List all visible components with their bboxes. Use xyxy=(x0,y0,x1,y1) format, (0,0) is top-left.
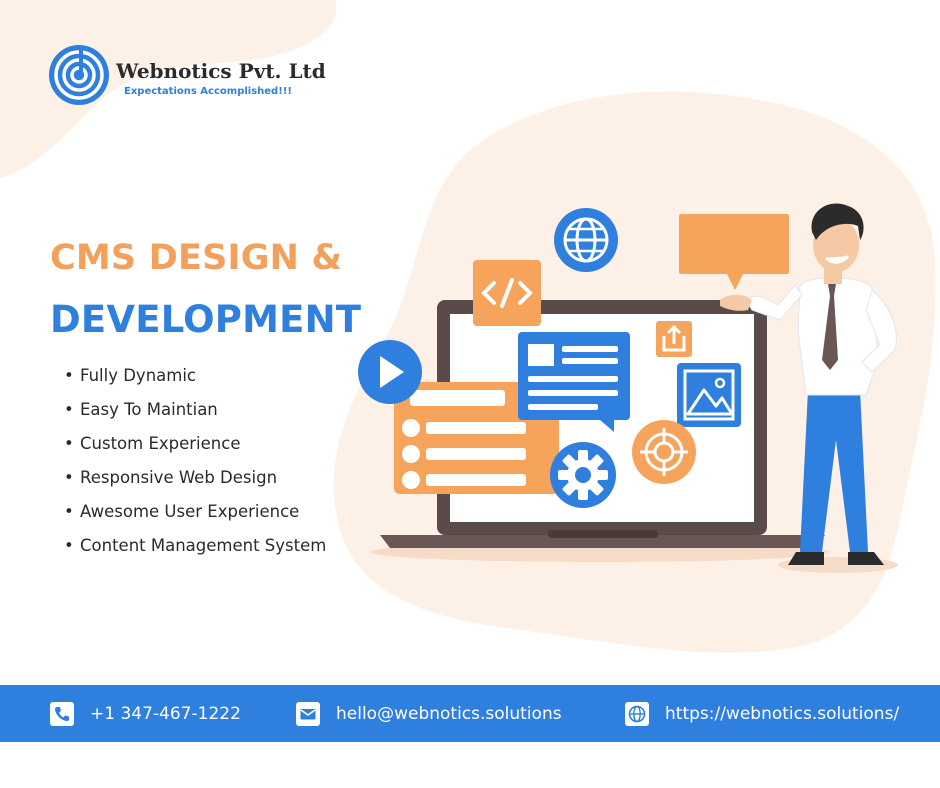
bullet: • xyxy=(64,468,74,487)
brand-tagline: Expectations Accomplished!!! xyxy=(124,86,292,97)
gear-icon xyxy=(550,442,616,508)
feature-item: • Custom Experience xyxy=(64,432,326,466)
bullet: • xyxy=(64,536,74,555)
feature-item: • Content Management System xyxy=(64,534,326,568)
phone-number: +1 347-467-1222 xyxy=(90,704,241,724)
brand-logo[interactable]: Webnotics Pvt. Ltd Expectations Accompli… xyxy=(48,44,348,114)
share-icon xyxy=(656,321,692,357)
target-icon xyxy=(632,420,696,484)
feature-list: • Fully Dynamic • Easy To Maintian • Custom… xyxy=(64,364,326,568)
spiral-logo-icon xyxy=(49,45,109,105)
feature-label: Responsive Web Design xyxy=(80,468,278,487)
businessman-character xyxy=(720,203,898,573)
feature-label: Easy To Maintian xyxy=(80,400,218,419)
play-icon xyxy=(358,340,422,404)
phone-contact[interactable]: +1 347-467-1222 xyxy=(50,702,250,726)
list-card xyxy=(394,382,559,494)
globe-illustration-icon xyxy=(554,208,618,272)
feature-label: Fully Dynamic xyxy=(80,366,196,385)
globe-icon xyxy=(625,702,649,726)
brand-name: Webnotics Pvt. Ltd xyxy=(116,59,326,83)
bullet: • xyxy=(64,502,74,521)
cms-illustration xyxy=(358,203,898,573)
feature-item: • Fully Dynamic xyxy=(64,364,326,398)
code-icon xyxy=(473,260,541,326)
website-url: https://webnotics.solutions/ xyxy=(665,704,900,724)
feature-label: Awesome User Experience xyxy=(80,502,300,521)
document-card xyxy=(518,332,630,432)
headline-line-1: CMS DESIGN & xyxy=(50,238,343,278)
headline-line-2: DEVELOPMENT xyxy=(50,298,362,341)
email-address: hello@webnotics.solutions xyxy=(336,704,562,724)
feature-label: Content Management System xyxy=(80,536,327,555)
feature-item: • Awesome User Experience xyxy=(64,500,326,534)
feature-label: Custom Experience xyxy=(80,434,241,453)
bullet: • xyxy=(64,434,74,453)
bullet: • xyxy=(64,400,74,419)
phone-icon xyxy=(50,702,74,726)
feature-item: • Responsive Web Design xyxy=(64,466,326,500)
speech-bubble xyxy=(679,214,789,290)
bullet: • xyxy=(64,366,74,385)
feature-item: • Easy To Maintian xyxy=(64,398,326,432)
mail-icon xyxy=(296,702,320,726)
website-contact[interactable]: https://webnotics.solutions/ xyxy=(625,702,925,726)
contact-footer: +1 347-467-1222 hello@webnotics.solution… xyxy=(0,685,940,742)
email-contact[interactable]: hello@webnotics.solutions xyxy=(296,702,576,726)
image-icon xyxy=(677,363,741,427)
